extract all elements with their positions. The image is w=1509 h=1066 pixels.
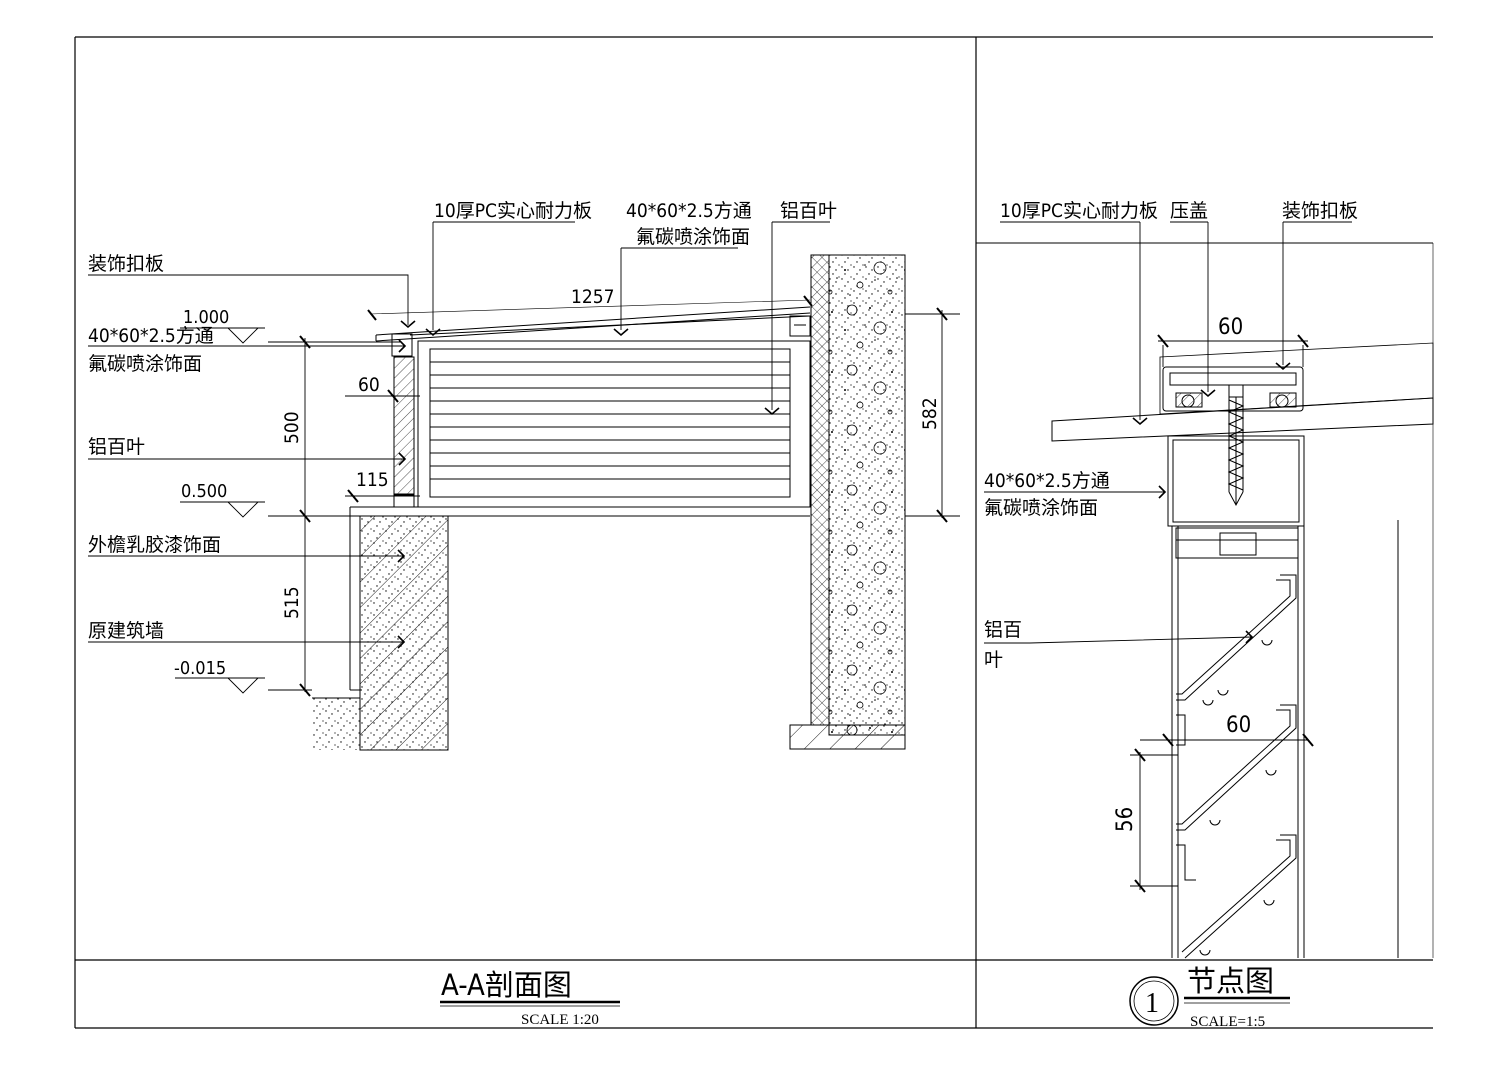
node-detail-labels: 10厚PC实心耐力板 压盖 装饰扣板 40*60*2.5方通 氟碳喷涂饰面 铝百… bbox=[984, 200, 1358, 1030]
callout-louver-left: 铝百叶 bbox=[88, 436, 145, 458]
section-leaders bbox=[88, 221, 830, 643]
detail-callout-cap: 压盖 bbox=[1170, 200, 1208, 222]
detail-scale: SCALE=1:5 bbox=[1190, 1014, 1265, 1030]
detail-callout-louver-line1: 铝百 bbox=[984, 619, 1022, 641]
dim-582: 582 bbox=[919, 397, 941, 430]
level-1000: 1.000 bbox=[183, 307, 229, 328]
dim-515: 515 bbox=[281, 586, 303, 619]
leader-ticks bbox=[397, 320, 780, 649]
detail-number-circle bbox=[1129, 976, 1179, 1026]
section-aa-labels: 10厚PC实心耐力板 40*60*2.5方通 氟碳喷涂饰面 铝百叶 装饰扣板 4… bbox=[88, 200, 941, 1028]
detail-title: 节点图 bbox=[1187, 964, 1274, 998]
detail-callout-louver-line2: 叶 bbox=[984, 649, 1003, 671]
section-scale: SCALE 1:20 bbox=[521, 1012, 599, 1028]
callout-pc-panel: 10厚PC实心耐力板 bbox=[434, 200, 592, 222]
callout-tube-line2: 氟碳喷涂饰面 bbox=[636, 226, 750, 248]
detail-callout-pc-panel: 10厚PC实心耐力板 bbox=[1000, 200, 1158, 222]
callout-eave-finish: 外檐乳胶漆饰面 bbox=[88, 534, 221, 556]
detail-leaders bbox=[984, 221, 1352, 644]
callout-original-wall: 原建筑墙 bbox=[88, 620, 164, 642]
section-aa-drawing bbox=[88, 221, 960, 751]
detail-callout-trim: 装饰扣板 bbox=[1282, 200, 1358, 222]
callout-tube-left-line1: 40*60*2.5方通 bbox=[88, 325, 214, 347]
detail-dim-60-mid: 60 bbox=[1226, 713, 1251, 738]
detail-callout-tube-line2: 氟碳喷涂饰面 bbox=[984, 497, 1098, 519]
louver-slats bbox=[430, 361, 790, 480]
callout-louver-top: 铝百叶 bbox=[780, 200, 837, 222]
detail-number: 1 bbox=[1145, 988, 1159, 1019]
detail-callout-tube-line1: 40*60*2.5方通 bbox=[984, 470, 1110, 492]
pressure-cap bbox=[1162, 366, 1304, 412]
square-tube-detail bbox=[1167, 435, 1305, 527]
dim-1257: 1257 bbox=[571, 286, 615, 308]
pc-panel-sloped bbox=[375, 306, 811, 342]
detail-dimensions bbox=[1130, 340, 1308, 890]
callout-trim: 装饰扣板 bbox=[88, 253, 164, 275]
level-markers bbox=[175, 327, 265, 694]
node-detail-drawing bbox=[976, 221, 1434, 959]
section-title: A-A剖面图 bbox=[441, 968, 572, 1002]
detail-dim-56: 56 bbox=[1113, 807, 1138, 832]
dim-115: 115 bbox=[356, 469, 389, 491]
louver-frame bbox=[417, 340, 811, 508]
screw bbox=[1227, 384, 1245, 507]
level-0500: 0.500 bbox=[181, 481, 227, 502]
dim-500: 500 bbox=[281, 411, 303, 444]
level-neg0015: -0.015 bbox=[174, 658, 226, 679]
louver-blades-detail bbox=[1176, 574, 1297, 959]
callout-tube-line1: 40*60*2.5方通 bbox=[626, 200, 752, 222]
callout-tube-left-line2: 氟碳喷涂饰面 bbox=[88, 353, 202, 375]
dim-60-left: 60 bbox=[358, 374, 380, 396]
sheet-frame bbox=[74, 36, 1433, 1029]
detail-dim-60-top: 60 bbox=[1218, 315, 1243, 340]
